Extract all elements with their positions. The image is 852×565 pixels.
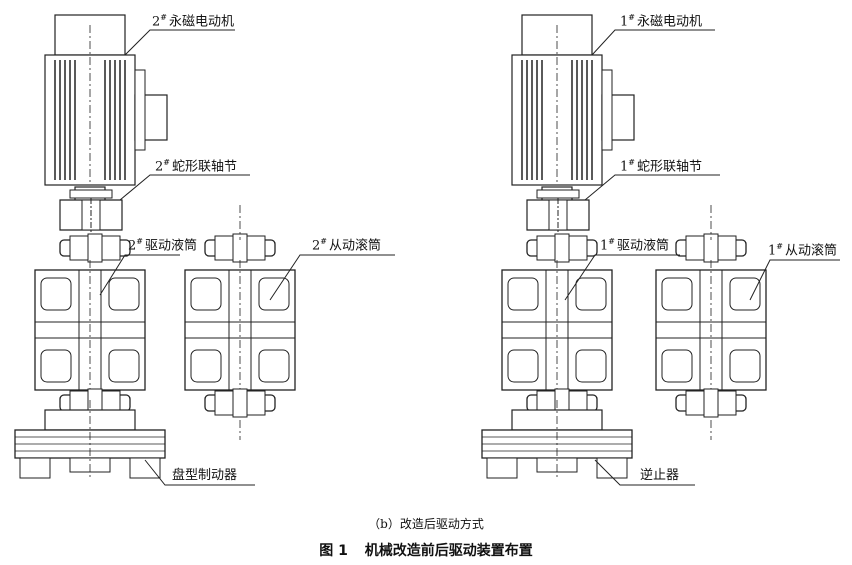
left-motor — [44, 14, 168, 208]
figure-caption: 图 1 机械改造前后驱动装置布置 — [0, 540, 852, 560]
figure-subcaption: （b）改造后驱动方式 — [368, 517, 484, 531]
label-right-coupling: 1#蛇形联轴节 — [620, 158, 702, 175]
figure-title: 机械改造前后驱动装置布置 — [364, 543, 533, 559]
drive-layout-drawing — [14, 14, 840, 486]
label-left-motor: 2#永磁电动机 — [152, 13, 234, 30]
right-assembly — [481, 14, 767, 481]
left-top-bearing — [59, 233, 131, 263]
right-driven-bottom-bearing — [675, 388, 747, 418]
leader-lines — [99, 29, 840, 486]
right-coupling — [526, 189, 590, 233]
left-driven-drum — [184, 259, 296, 401]
label-left-driven-drum: 2#从动滚筒 — [312, 237, 381, 254]
right-top-bearing — [526, 233, 598, 263]
right-backstop — [481, 399, 633, 481]
left-assembly — [14, 14, 296, 481]
figure-number: 图 1 — [319, 543, 348, 559]
left-driven-bottom-bearing — [204, 388, 276, 418]
right-motor — [511, 14, 635, 208]
right-drive-drum — [501, 259, 613, 401]
label-left-drive-drum: 2#驱动液筒 — [128, 237, 197, 254]
label-right-backstop: 逆止器 — [640, 468, 680, 483]
label-right-motor: 1#永磁电动机 — [620, 13, 702, 30]
label-left-brake: 盘型制动器 — [172, 468, 238, 483]
left-brake — [14, 399, 166, 481]
right-driven-drum — [655, 259, 767, 401]
left-drive-drum — [34, 259, 146, 401]
label-left-coupling: 2#蛇形联轴节 — [155, 158, 237, 175]
left-coupling — [59, 189, 123, 233]
label-right-driven-drum: 1#从动滚筒 — [768, 242, 837, 259]
label-right-drive-drum: 1#驱动液筒 — [600, 237, 669, 254]
